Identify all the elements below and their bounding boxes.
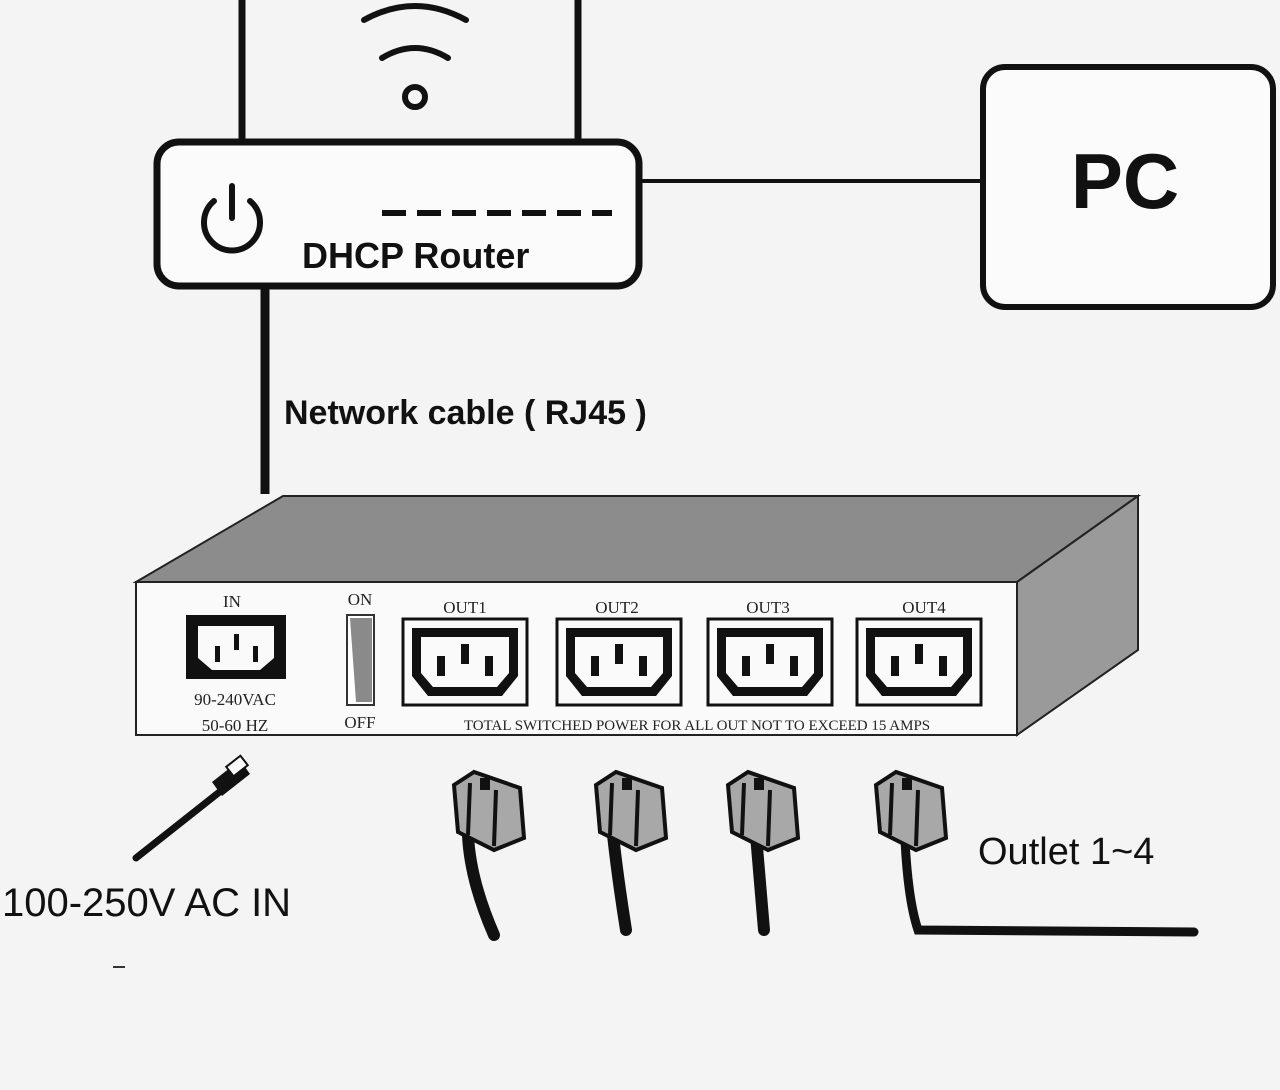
outlet-3-label: OUT3 — [746, 598, 789, 617]
in-voltage: 90-240VAC — [194, 690, 276, 709]
outlet-2-label: OUT2 — [595, 598, 638, 617]
pc: PC — [980, 64, 1276, 310]
router: DHCP Router — [153, 138, 643, 290]
router-label: DHCP Router — [302, 235, 529, 276]
outlet-4-label: OUT4 — [902, 598, 946, 617]
ac-input-cord — [132, 754, 250, 862]
rocker-switch[interactable] — [346, 614, 375, 706]
outlet-2: OUT2 — [555, 598, 683, 707]
outlet-1: OUT1 — [401, 598, 529, 707]
outlet-1-label: OUT1 — [443, 598, 486, 617]
outlet-4: OUT4 — [855, 598, 983, 707]
wireless-access-point — [238, 0, 582, 142]
output-plug-2 — [593, 769, 669, 936]
switch-off-label: OFF — [344, 713, 375, 732]
output-plug-1 — [451, 769, 527, 941]
output-plug-3 — [725, 769, 801, 936]
pc-label: PC — [1071, 137, 1179, 225]
switch-on-label: ON — [348, 590, 373, 609]
in-label: IN — [223, 592, 241, 611]
power-switch-device: IN 90-240VAC 50-60 HZ ON OFF OUT1 — [132, 494, 1142, 737]
power-inlet-icon — [186, 615, 286, 679]
in-frequency: 50-60 HZ — [202, 716, 269, 735]
wifi-icon — [361, 3, 469, 110]
network-cable-label: Network cable ( RJ45 ) — [284, 394, 647, 432]
outlet-3: OUT3 — [706, 598, 834, 707]
device-top — [132, 495, 1142, 583]
stray-mark — [113, 966, 125, 968]
output-plug-4 — [873, 769, 1199, 937]
ac-in-label: 100-250V AC IN — [2, 881, 291, 925]
outlets-label: Outlet 1~4 — [978, 831, 1154, 873]
power-notice: TOTAL SWITCHED POWER FOR ALL OUT NOT TO … — [464, 718, 930, 734]
power-icon — [201, 183, 263, 254]
